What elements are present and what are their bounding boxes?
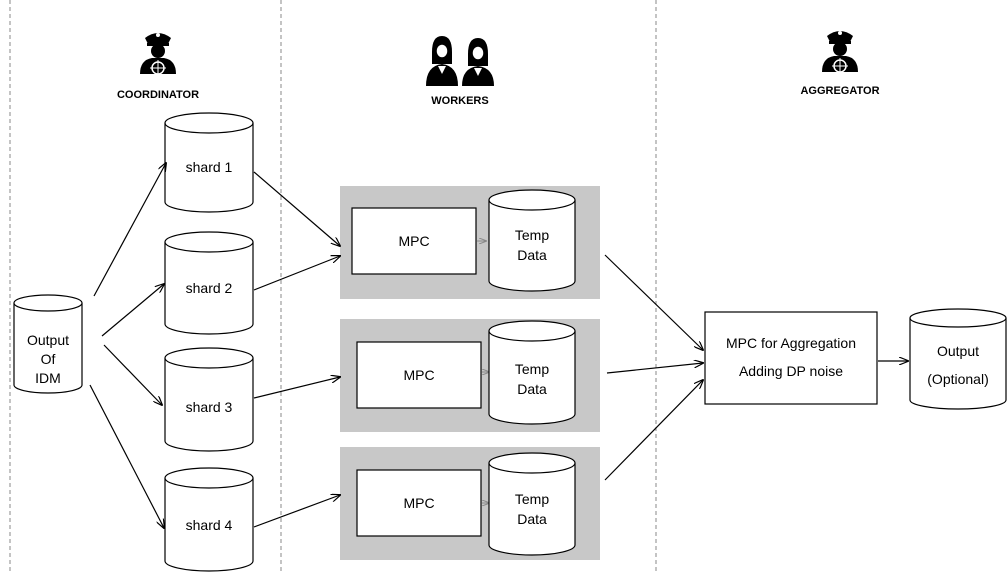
worker-3-temp-line-1: Temp (515, 491, 549, 507)
coordinator-officer-icon (140, 33, 176, 75)
worker-1-mpc-label: MPC (398, 233, 429, 249)
shard-2-cylinder: shard 2 (164, 231, 254, 335)
worker-1-temp-line-1: Temp (515, 227, 549, 243)
source-idm-cylinder: Output Of IDM (13, 294, 83, 394)
arrow-worker-3-to-aggregation (604, 380, 703, 481)
arrow-idm-to-shard-1 (93, 163, 166, 297)
arrow-worker-2-to-aggregation (606, 363, 703, 374)
coordinator-label: COORDINATOR (117, 89, 199, 101)
aggregation-line-1: MPC for Aggregation (726, 335, 856, 351)
shard-3-label: shard 3 (186, 399, 233, 415)
source-line-2: Of (41, 351, 56, 367)
aggregation-box: MPC for Aggregation Adding DP noise (704, 311, 878, 405)
aggregator-label: AGGREGATOR (800, 85, 879, 97)
arrow-idm-to-shard-3 (103, 344, 162, 405)
aggregator-officer-icon (822, 31, 858, 73)
worker-3-temp-line-2: Data (517, 511, 547, 527)
aggregation-line-2: Adding DP noise (739, 363, 843, 379)
worker-2-mpc-label: MPC (403, 367, 434, 383)
workers-label: WORKERS (431, 95, 488, 107)
worker-1-mpc-box (351, 207, 477, 275)
source-line-1: Output (27, 332, 69, 348)
output-cylinder: Output (Optional) (909, 308, 1007, 410)
output-line-2: (Optional) (927, 371, 988, 387)
worker-panel-2: MPC Temp Data (340, 319, 600, 432)
arrow-idm-to-shard-4 (89, 384, 164, 528)
worker-2-temp-line-2: Data (517, 381, 547, 397)
source-line-3: IDM (35, 370, 61, 386)
worker-2-temp-line-1: Temp (515, 361, 549, 377)
arrow-worker-1-to-aggregation (604, 254, 703, 350)
shard-4-cylinder: shard 4 (164, 467, 254, 572)
arrow-shard-2-to-worker-1 (253, 256, 340, 291)
shard-1-label: shard 1 (186, 159, 233, 175)
workers-people-icon (426, 36, 494, 86)
output-line-1: Output (937, 343, 979, 359)
arrow-shard-1-to-worker-1 (253, 171, 340, 246)
shard-4-label: shard 4 (186, 517, 233, 533)
arrow-shard-3-to-worker-2 (253, 377, 340, 399)
worker-panel-1: MPC Temp Data (340, 186, 600, 299)
worker-3-mpc-box (356, 469, 482, 537)
worker-panel-3: MPC Temp Data (340, 447, 600, 560)
shard-3-cylinder: shard 3 (164, 347, 254, 452)
arrow-idm-to-shard-2 (101, 284, 164, 337)
worker-3-mpc-label: MPC (403, 495, 434, 511)
shard-1-cylinder: shard 1 (164, 112, 254, 213)
shard-2-label: shard 2 (186, 280, 233, 296)
arrow-shard-4-to-worker-3 (253, 495, 340, 528)
worker-2-mpc-box (356, 341, 482, 409)
worker-1-temp-line-2: Data (517, 247, 547, 263)
